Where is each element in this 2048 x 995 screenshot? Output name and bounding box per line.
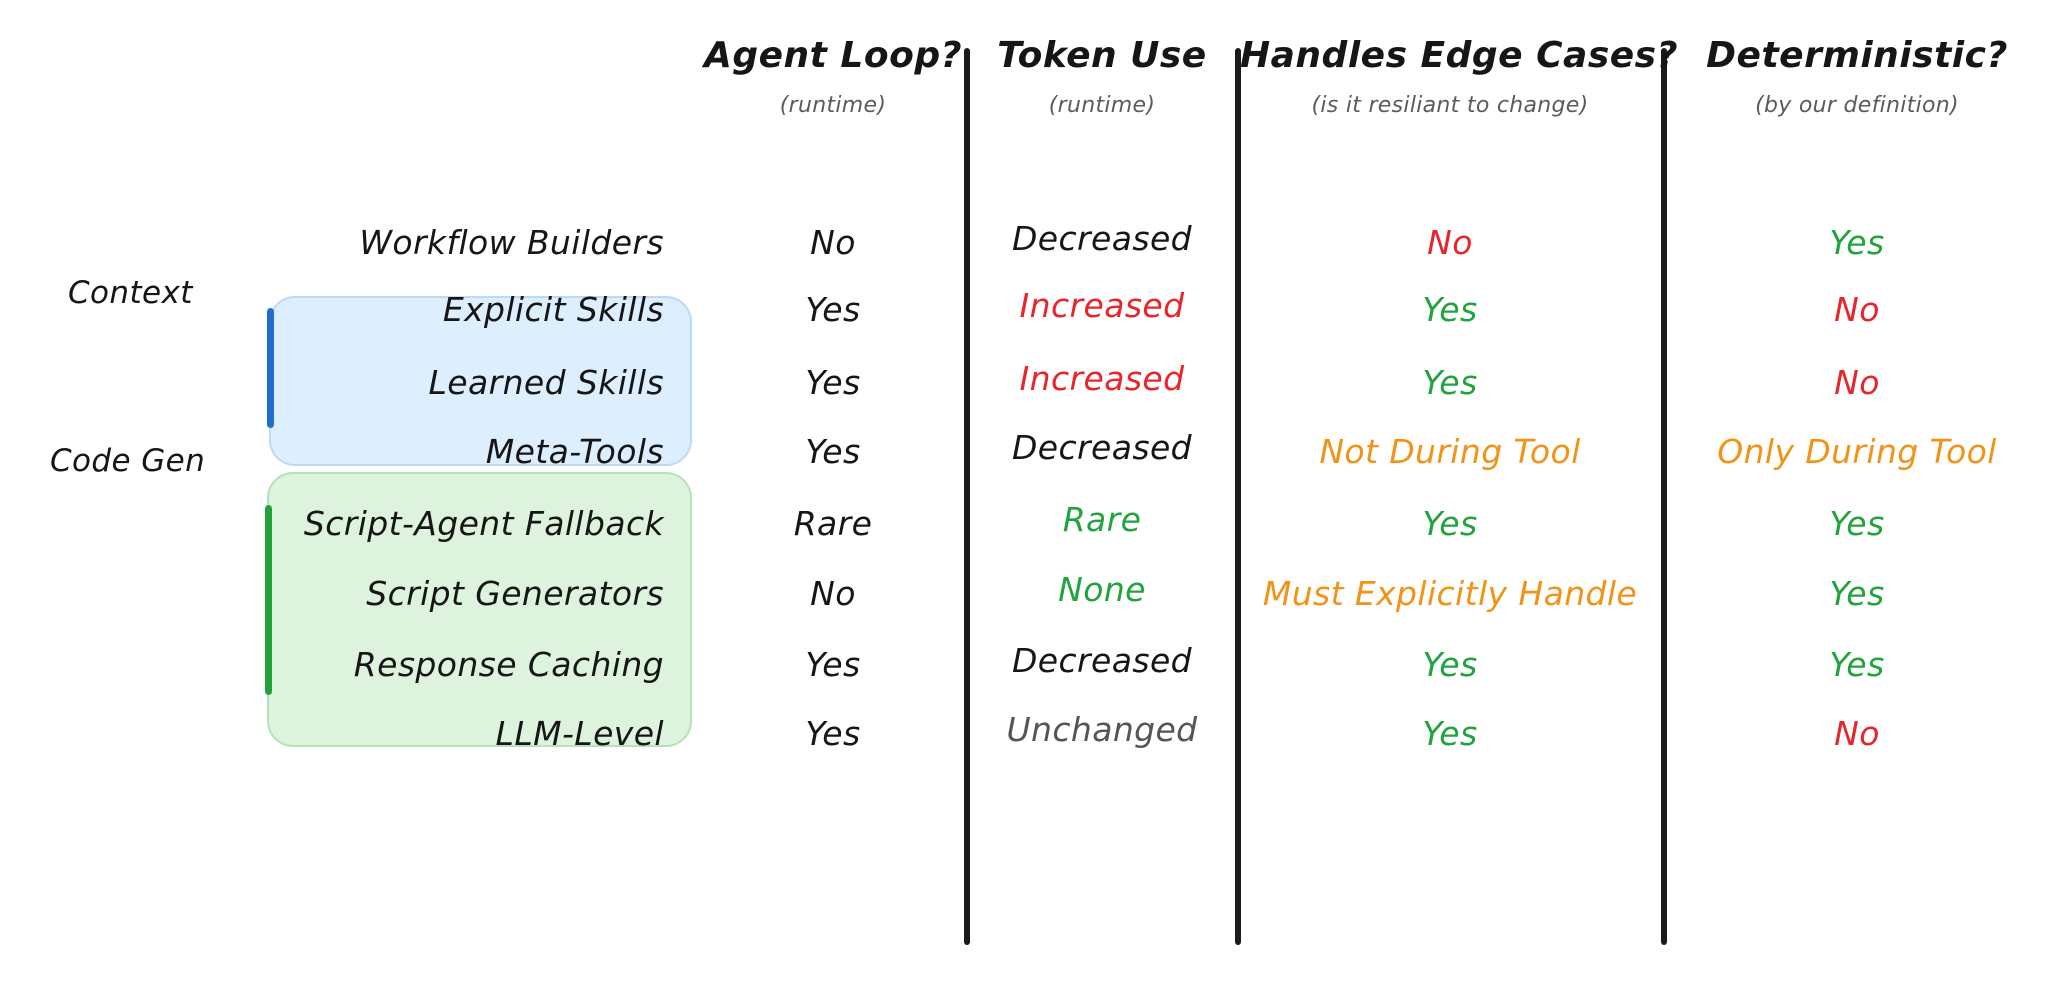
group-label-context: Context (68, 275, 193, 311)
cell-learned-skills-determ: No (1834, 363, 1880, 402)
row-label-llm-level: LLM-Level (495, 714, 664, 753)
cell-response-caching-token: Decreased (1012, 641, 1192, 680)
column-title: Token Use (997, 35, 1207, 76)
group-label-code-gen: Code Gen (50, 443, 206, 479)
cell-workflow-builders-token: Decreased (1012, 219, 1192, 258)
column-subtitle: (runtime) (1048, 92, 1156, 118)
column-header-agent-loop: Agent Loop? (runtime) (700, 36, 966, 118)
cell-script-agent-fallback-token: Rare (1062, 500, 1142, 539)
column-header-token-use: Token Use (runtime) (970, 36, 1234, 118)
group-box-code-gen (267, 472, 692, 747)
column-title: Handles Edge Cases? (1240, 35, 1678, 76)
row-label-response-caching: Response Caching (353, 645, 664, 684)
row-label-meta-tools: Meta-Tools (485, 432, 664, 471)
cell-llm-level-determ: No (1834, 714, 1880, 753)
cell-script-agent-fallback-edge: Yes (1422, 504, 1478, 543)
cell-explicit-skills-edge: Yes (1422, 290, 1478, 329)
cell-response-caching-agent: Yes (805, 645, 861, 684)
group-accent-code-gen (265, 505, 272, 695)
cell-learned-skills-agent: Yes (805, 363, 861, 402)
row-label-script-agent-fallback: Script-Agent Fallback (303, 504, 664, 543)
row-label-workflow-builders: Workflow Builders (359, 223, 664, 262)
cell-script-generators-edge: Must Explicitly Handle (1262, 574, 1638, 613)
cell-learned-skills-token: Increased (1019, 359, 1185, 398)
cell-workflow-builders-determ: Yes (1829, 223, 1885, 262)
cell-response-caching-determ: Yes (1829, 645, 1885, 684)
column-divider-1 (964, 48, 970, 945)
row-label-explicit-skills: Explicit Skills (442, 290, 664, 329)
cell-learned-skills-edge: Yes (1422, 363, 1478, 402)
cell-script-generators-agent: No (810, 574, 856, 613)
column-subtitle: (is it resiliant to change) (1311, 92, 1589, 118)
cell-llm-level-edge: Yes (1422, 714, 1478, 753)
column-header-handles-edge-cases: Handles Edge Cases? (is it resiliant to … (1240, 35, 1678, 118)
column-divider-2 (1235, 48, 1241, 945)
cell-script-agent-fallback-agent: Rare (793, 504, 873, 543)
cell-workflow-builders-agent: No (810, 223, 856, 262)
column-subtitle: (by our definition) (1755, 92, 1959, 118)
cell-meta-tools-token: Decreased (1012, 428, 1192, 467)
cell-script-generators-determ: Yes (1829, 574, 1885, 613)
group-accent-context (267, 308, 274, 428)
cell-workflow-builders-edge: No (1427, 223, 1473, 262)
column-divider-3 (1661, 48, 1667, 945)
cell-explicit-skills-token: Increased (1019, 286, 1185, 325)
column-title: Agent Loop? (704, 35, 962, 76)
column-title: Deterministic? (1706, 35, 2008, 76)
cell-meta-tools-edge: Not During Tool (1319, 432, 1581, 471)
cell-meta-tools-agent: Yes (805, 432, 861, 471)
group-box-context (269, 296, 692, 466)
cell-script-agent-fallback-determ: Yes (1829, 504, 1885, 543)
cell-llm-level-agent: Yes (805, 714, 861, 753)
cell-explicit-skills-determ: No (1834, 290, 1880, 329)
row-label-learned-skills: Learned Skills (428, 363, 664, 402)
cell-response-caching-edge: Yes (1422, 645, 1478, 684)
column-subtitle: (runtime) (779, 92, 887, 118)
cell-script-generators-token: None (1058, 570, 1146, 609)
cell-explicit-skills-agent: Yes (805, 290, 861, 329)
row-label-script-generators: Script Generators (366, 574, 664, 613)
column-header-deterministic: Deterministic? (by our definition) (1666, 36, 2048, 118)
cell-meta-tools-determ: Only During Tool (1717, 432, 1997, 471)
cell-llm-level-token: Unchanged (1006, 710, 1198, 749)
